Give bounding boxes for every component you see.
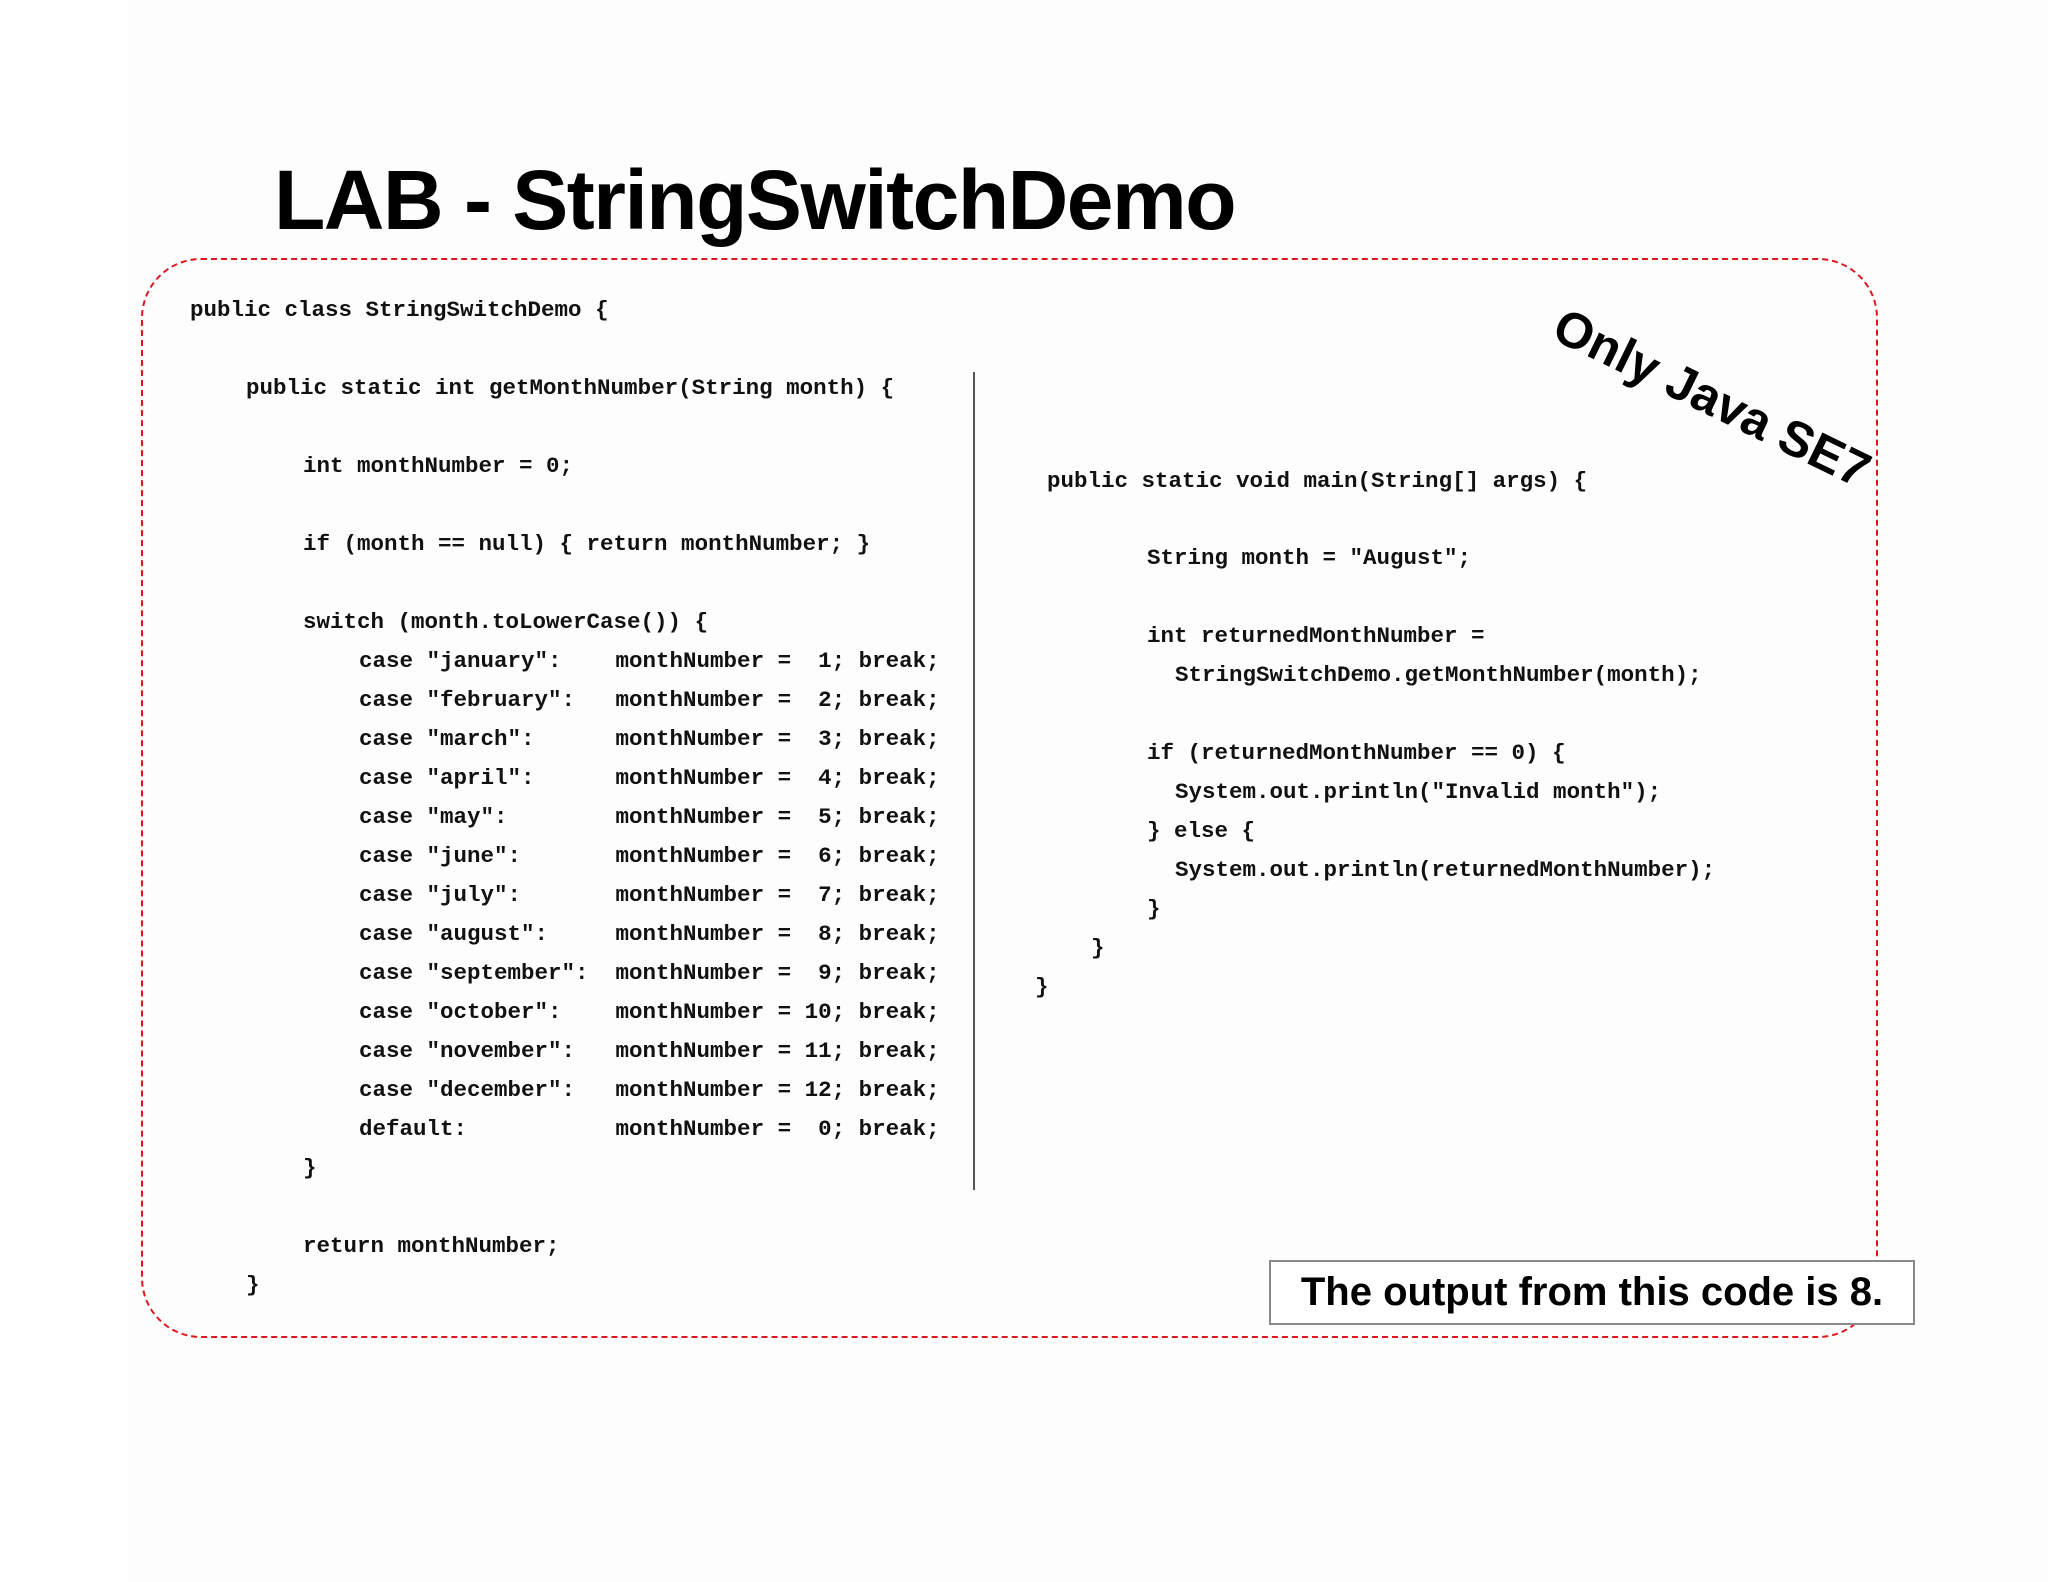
code-line: case "march": monthNumber = 3; break; bbox=[359, 726, 940, 752]
code-line: case "january": monthNumber = 1; break; bbox=[359, 648, 940, 674]
code-line: } bbox=[1035, 974, 1049, 1000]
code-line: case "august": monthNumber = 8; break; bbox=[359, 921, 940, 947]
code-line: case "october": monthNumber = 10; break; bbox=[359, 999, 940, 1025]
code-line: case "february": monthNumber = 2; break; bbox=[359, 687, 940, 713]
code-line: } bbox=[246, 1272, 260, 1298]
code-line: if (month == null) { return monthNumber;… bbox=[303, 531, 871, 557]
code-line: case "july": monthNumber = 7; break; bbox=[359, 882, 940, 908]
code-line: case "april": monthNumber = 4; break; bbox=[359, 765, 940, 791]
code-line: public class StringSwitchDemo { bbox=[190, 297, 609, 323]
code-line: String month = "August"; bbox=[1147, 545, 1472, 571]
code-line: } bbox=[1091, 935, 1105, 961]
code-line: case "september": monthNumber = 9; break… bbox=[359, 960, 940, 986]
slide-title: LAB - StringSwitchDemo bbox=[274, 153, 1237, 247]
code-line: switch (month.toLowerCase()) { bbox=[303, 609, 709, 635]
code-line: System.out.println("Invalid month"); bbox=[1175, 779, 1662, 805]
code-line: case "december": monthNumber = 12; break… bbox=[359, 1077, 940, 1103]
column-divider bbox=[973, 372, 975, 1190]
code-line: case "november": monthNumber = 11; break… bbox=[359, 1038, 940, 1064]
code-line: int monthNumber = 0; bbox=[303, 453, 574, 479]
code-line: return monthNumber; bbox=[303, 1233, 560, 1259]
code-line: default: monthNumber = 0; break; bbox=[359, 1116, 940, 1142]
output-note-text: The output from this code is 8. bbox=[1300, 1270, 1884, 1314]
code-line: if (returnedMonthNumber == 0) { bbox=[1147, 740, 1566, 766]
code-frame bbox=[141, 258, 1878, 1338]
code-line: int returnedMonthNumber = bbox=[1147, 623, 1485, 649]
code-line: public static void main(String[] args) { bbox=[1047, 468, 1588, 494]
code-line: case "june": monthNumber = 6; break; bbox=[359, 843, 940, 869]
output-note-box: The output from this code is 8. bbox=[1269, 1260, 1915, 1325]
code-line: } bbox=[303, 1155, 317, 1181]
code-line: } bbox=[1147, 896, 1161, 922]
code-line: } else { bbox=[1147, 818, 1256, 844]
code-line: StringSwitchDemo.getMonthNumber(month); bbox=[1175, 662, 1702, 688]
code-line: System.out.println(returnedMonthNumber); bbox=[1175, 857, 1716, 883]
code-line: case "may": monthNumber = 5; break; bbox=[359, 804, 940, 830]
code-line: public static int getMonthNumber(String … bbox=[246, 375, 895, 401]
